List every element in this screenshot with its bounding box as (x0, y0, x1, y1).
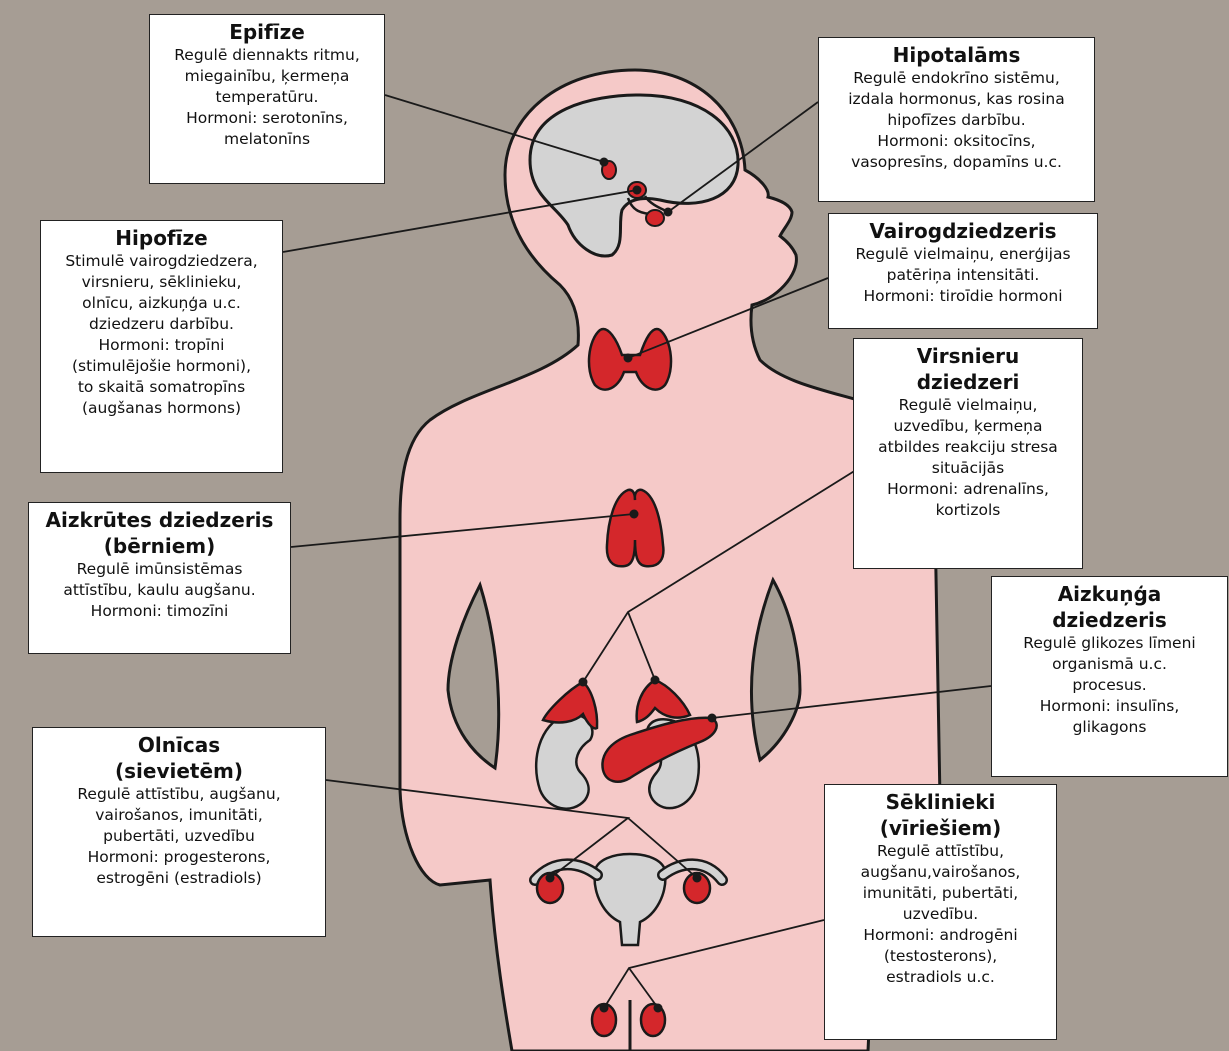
label-line: Regulē endokrīno sistēmu, (823, 68, 1090, 89)
label-line: Regulē vielmaiņu, (858, 395, 1078, 416)
label-title: Virsnieru (858, 343, 1078, 369)
label-line: Hormoni: androgēni (829, 925, 1052, 946)
label-line: temperatūru. (154, 87, 380, 108)
label-line: miegainību, ķermeņa (154, 66, 380, 87)
label-line: imunitāti, pubertāti, (829, 883, 1052, 904)
label-title: Aizkrūtes dziedzeris (33, 507, 286, 533)
label-hipofize: Hipofīze Stimulē vairogdziedzera, virsni… (40, 220, 283, 473)
label-line: Regulē diennakts ritmu, (154, 45, 380, 66)
label-line: Hormoni: oksitocīns, (823, 131, 1090, 152)
label-line: Hormoni: timozīni (33, 601, 286, 622)
label-line: virsnieru, sēklinieku, (45, 272, 278, 293)
label-line: uzvedību. (829, 904, 1052, 925)
label-line: hipofīzes darbību. (823, 110, 1090, 131)
label-line: (stimulējošie hormoni), (45, 356, 278, 377)
label-line: to skaitā somatropīns (45, 377, 278, 398)
label-line: Regulē glikozes līmeni (996, 633, 1223, 654)
label-title: Vairogdziedzeris (833, 218, 1093, 244)
label-line: vairošanos, imunitāti, (37, 805, 321, 826)
label-title: (vīriešiem) (829, 815, 1052, 841)
label-hipotalams: Hipotalāms Regulē endokrīno sistēmu, izd… (818, 37, 1095, 202)
label-title: Hipotalāms (823, 42, 1090, 68)
label-line: Hormoni: serotonīns, (154, 108, 380, 129)
label-olnicas: Olnīcas (sievietēm) Regulē attīstību, au… (32, 727, 326, 937)
label-title: dziedzeris (996, 607, 1223, 633)
label-line: atbildes reakciju stresa (858, 437, 1078, 458)
label-title: dziedzeri (858, 369, 1078, 395)
label-line: Hormoni: progesterons, (37, 847, 321, 868)
label-line: (testosterons), (829, 946, 1052, 967)
label-line: pubertāti, uzvedību (37, 826, 321, 847)
label-line: uzvedību, ķermeņa (858, 416, 1078, 437)
label-line: olnīcu, aizkuņģa u.c. (45, 293, 278, 314)
label-line: augšanu,vairošanos, (829, 862, 1052, 883)
label-virsnieru: Virsnieru dziedzeri Regulē vielmaiņu, uz… (853, 338, 1083, 569)
label-vairogdziedzeris: Vairogdziedzeris Regulē vielmaiņu, enerģ… (828, 213, 1098, 329)
label-line: vasopresīns, dopamīns u.c. (823, 152, 1090, 173)
label-title: (sievietēm) (37, 758, 321, 784)
label-line: procesus. (996, 675, 1223, 696)
label-title: (bērniem) (33, 533, 286, 559)
pituitary-gland (646, 210, 664, 226)
label-line: dziedzeru darbību. (45, 314, 278, 335)
label-title: Sēklinieki (829, 789, 1052, 815)
label-aizkunga: Aizkuņģa dziedzeris Regulē glikozes līme… (991, 576, 1228, 777)
label-seklinieki: Sēklinieki (vīriešiem) Regulē attīstību,… (824, 784, 1057, 1040)
label-title: Hipofīze (45, 225, 278, 251)
label-line: Regulē imūnsistēmas (33, 559, 286, 580)
label-line: izdala hormonus, kas rosina (823, 89, 1090, 110)
label-line: estradiols u.c. (829, 967, 1052, 988)
label-line: melatonīns (154, 129, 380, 150)
label-line: Hormoni: insulīns, (996, 696, 1223, 717)
label-line: Hormoni: tropīni (45, 335, 278, 356)
label-line: (augšanas hormons) (45, 398, 278, 419)
label-line: attīstību, kaulu augšanu. (33, 580, 286, 601)
label-title: Epifīze (154, 19, 380, 45)
label-aizkrutes: Aizkrūtes dziedzeris (bērniem) Regulē im… (28, 502, 291, 654)
label-line: Regulē vielmaiņu, enerģijas (833, 244, 1093, 265)
label-line: Hormoni: tiroīdie hormoni (833, 286, 1093, 307)
label-line: kortizols (858, 500, 1078, 521)
label-title: Aizkuņģa (996, 581, 1223, 607)
label-epifize: Epifīze Regulē diennakts ritmu, miegainī… (149, 14, 385, 184)
label-title: Olnīcas (37, 732, 321, 758)
label-line: estrogēni (estradiols) (37, 868, 321, 889)
label-line: situācijās (858, 458, 1078, 479)
label-line: organismā u.c. (996, 654, 1223, 675)
label-line: Stimulē vairogdziedzera, (45, 251, 278, 272)
label-line: patēriņa intensitāti. (833, 265, 1093, 286)
label-line: Regulē attīstību, augšanu, (37, 784, 321, 805)
label-line: Hormoni: adrenalīns, (858, 479, 1078, 500)
label-line: glikagons (996, 717, 1223, 738)
label-line: Regulē attīstību, (829, 841, 1052, 862)
